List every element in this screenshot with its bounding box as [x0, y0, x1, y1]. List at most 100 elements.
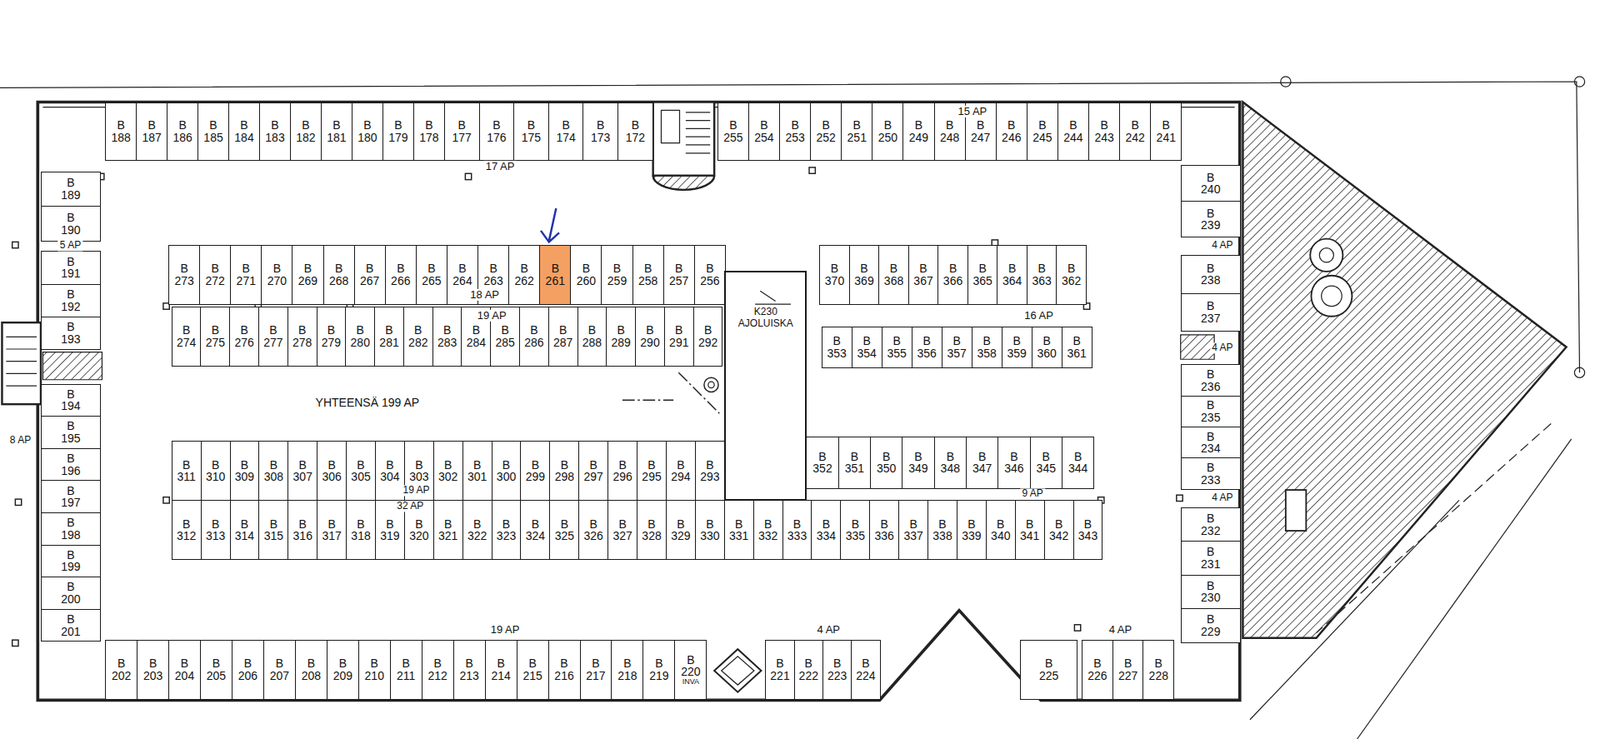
parking-space: B295: [636, 440, 667, 501]
parking-space: B279: [316, 306, 347, 367]
space-number: 204: [175, 670, 195, 683]
parking-space: B227: [1112, 640, 1145, 700]
space-number: 203: [143, 670, 163, 683]
space-number: 330: [700, 530, 720, 543]
parking-space: B203: [136, 640, 170, 700]
parking-space: B234: [1180, 426, 1241, 459]
parking-space: B184: [228, 102, 260, 162]
parking-space: B240: [1180, 165, 1241, 202]
capacity-label: 18 AP: [468, 289, 501, 301]
space-number: 359: [1007, 347, 1027, 360]
parking-space: B233: [1180, 457, 1241, 490]
space-number: 185: [203, 131, 223, 145]
space-number: 172: [625, 131, 645, 145]
parking-space: B366: [937, 245, 969, 305]
parking-space: B190: [40, 205, 101, 242]
stair-building: [1242, 102, 1566, 639]
space-number: 222: [799, 670, 819, 683]
space-number: 291: [669, 336, 689, 350]
parking-space: B305: [345, 440, 376, 501]
space-number: 342: [1049, 530, 1069, 543]
parking-space: B242: [1119, 102, 1151, 162]
space-type: B: [704, 324, 712, 337]
space-number: 297: [584, 470, 604, 484]
centre-line: [622, 372, 720, 414]
space-number: 305: [350, 470, 370, 484]
space-number: 205: [206, 670, 226, 683]
parking-space: B331: [724, 500, 755, 560]
parking-space: B243: [1088, 102, 1120, 162]
parking-space: B204: [168, 640, 201, 700]
space-type: B: [299, 518, 307, 531]
parking-space: B228: [1142, 640, 1175, 700]
space-number: 287: [553, 336, 573, 350]
space-type: B: [1131, 119, 1140, 132]
parking-space: B177: [444, 102, 480, 162]
space-number: 289: [611, 336, 631, 350]
space-type: B: [275, 657, 284, 670]
parking-space: B315: [258, 500, 289, 560]
parking-space: B310: [200, 440, 231, 501]
space-number: 232: [1200, 525, 1220, 538]
parking-space: B173: [582, 102, 619, 162]
space-type: B: [805, 657, 813, 670]
parking-space: B333: [782, 500, 813, 560]
stairwell: [653, 102, 715, 176]
space-type: B: [644, 262, 652, 275]
space-type: B: [356, 459, 365, 472]
space-type: B: [356, 324, 365, 337]
parking-space: B318: [345, 500, 376, 560]
parking-space: B237: [1180, 293, 1241, 332]
space-type: B: [1206, 300, 1215, 313]
capacity-label: 4 AP: [1210, 492, 1235, 504]
space-type: B: [531, 459, 540, 472]
space-number: 357: [947, 347, 967, 360]
parking-space: B341: [1015, 500, 1045, 560]
space-type: B: [66, 176, 75, 190]
spiral-stair: [1310, 275, 1352, 317]
parking-space: B325: [549, 500, 580, 560]
parking-space: B194: [40, 384, 101, 418]
parking-space: B326: [578, 500, 609, 560]
space-number: 183: [265, 131, 285, 145]
space-number: 321: [438, 530, 458, 543]
space-type: B: [1037, 262, 1045, 275]
space-type: B: [790, 119, 799, 132]
space-number: 356: [917, 347, 937, 360]
space-type: B: [66, 549, 75, 562]
space-type: B: [560, 657, 568, 670]
parking-space: B185: [197, 102, 230, 162]
space-type: B: [425, 119, 433, 132]
diamond-symbol: [721, 656, 755, 685]
space-type: B: [66, 580, 75, 594]
space-number: 366: [943, 275, 963, 288]
space-type: B: [212, 657, 220, 670]
space-number: 228: [1149, 670, 1169, 683]
space-type: B: [370, 657, 379, 670]
survey-point: [1574, 367, 1585, 378]
parking-space: B369: [849, 245, 880, 305]
space-type: B: [149, 657, 157, 670]
parking-space: B266: [385, 245, 417, 305]
space-number: 355: [887, 347, 907, 360]
space-number: 225: [1039, 670, 1059, 683]
parking-space: B355: [881, 326, 913, 369]
space-type: B: [66, 320, 75, 334]
parking-space: B231: [1180, 540, 1241, 575]
space-type: B: [182, 459, 190, 472]
space-number: 313: [205, 530, 225, 543]
space-type: B: [66, 420, 75, 433]
space-type: B: [530, 324, 538, 337]
parking-space: B359: [1001, 326, 1033, 369]
parking-space: B281: [374, 306, 405, 367]
space-type: B: [1042, 450, 1050, 464]
space-number: 273: [174, 275, 194, 288]
space-type: B: [209, 119, 217, 132]
space-type: B: [645, 324, 654, 337]
space-type: B: [66, 516, 75, 530]
ramp-marking: [755, 290, 791, 305]
parking-space: B294: [665, 440, 696, 501]
space-number: 186: [172, 131, 192, 145]
space-type: B: [385, 518, 394, 531]
space-number: 268: [329, 275, 349, 288]
